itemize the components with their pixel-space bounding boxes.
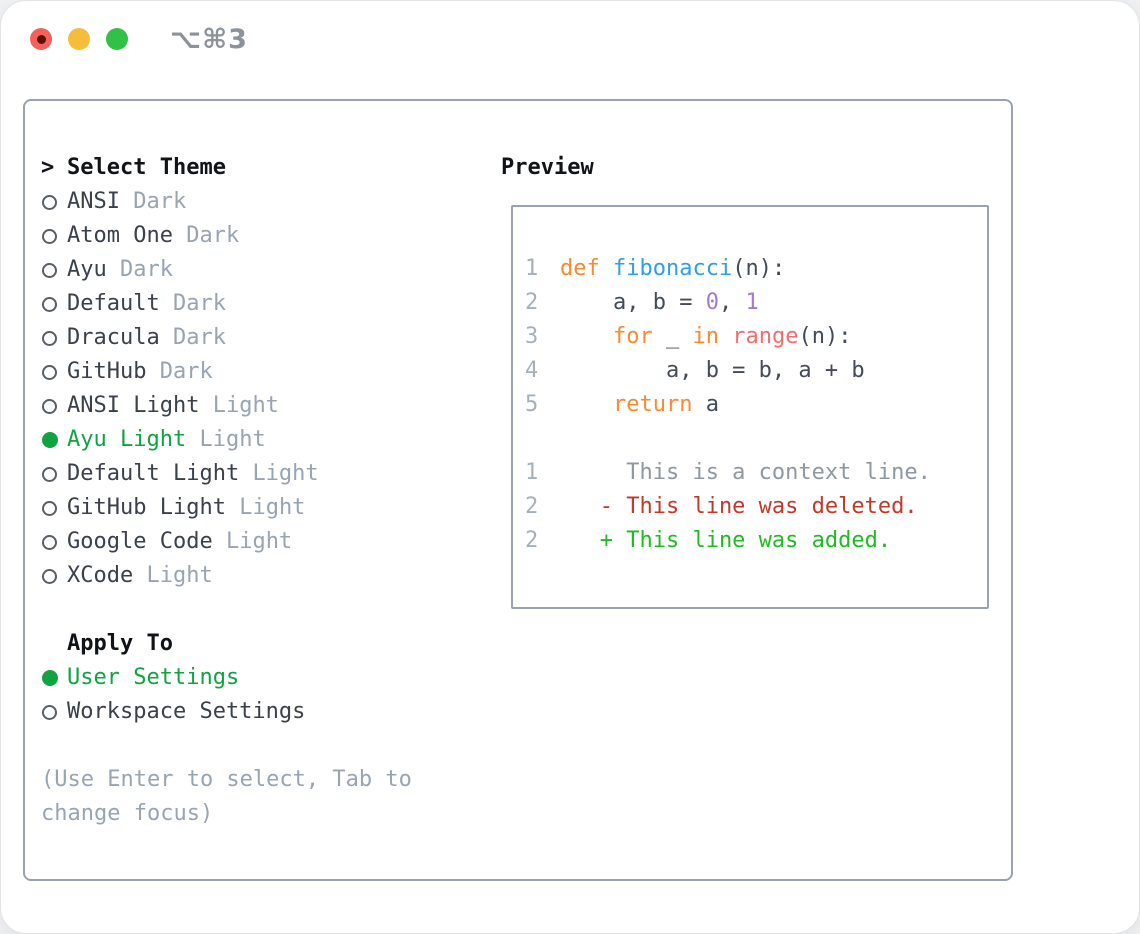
select-theme-title: Select Theme — [67, 155, 226, 180]
close-button[interactable] — [30, 28, 52, 50]
select-theme-header: > Select Theme — [41, 151, 491, 185]
title-bar[interactable]: ⌥⌘3 — [1, 1, 1139, 77]
option-label: Default Light Light — [67, 461, 319, 486]
code-line: 4 a, b = b, a + b — [525, 354, 987, 388]
theme-option[interactable]: Google Code Light — [41, 525, 491, 559]
apply-to-header: Apply To — [41, 627, 491, 661]
apply-to-option[interactable]: User Settings — [41, 661, 491, 695]
option-label: Default Dark — [67, 291, 226, 316]
option-label: Workspace Settings — [67, 699, 306, 724]
theme-option[interactable]: Default Light Light — [41, 457, 491, 491]
radio-icon — [42, 330, 57, 346]
line-number: 2 — [525, 290, 539, 315]
radio-icon — [42, 262, 57, 278]
theme-option[interactable]: Atom One Dark — [41, 219, 491, 253]
option-label: Google Code Light — [67, 529, 293, 554]
theme-option[interactable]: XCode Light — [41, 559, 491, 593]
radio-icon — [42, 466, 57, 482]
line-number: 1 — [525, 256, 539, 281]
theme-option[interactable]: ANSI Dark — [41, 185, 491, 219]
radio-icon — [42, 704, 57, 720]
option-label: Ayu Dark — [67, 257, 173, 282]
theme-option[interactable]: GitHub Dark — [41, 355, 491, 389]
minimize-button[interactable] — [68, 28, 90, 50]
line-number: 2 — [525, 528, 539, 553]
radio-icon — [42, 568, 57, 584]
code-line: 1 This is a context line. — [525, 456, 987, 490]
code-line: 3 for _ in range(n): — [525, 320, 987, 354]
option-label: XCode Light — [67, 563, 213, 588]
option-label: User Settings — [67, 665, 240, 690]
theme-option[interactable]: Ayu Dark — [41, 253, 491, 287]
radio-icon — [42, 296, 57, 312]
cursor-prompt-icon: > — [41, 155, 55, 180]
line-number: 1 — [525, 460, 539, 485]
zoom-button[interactable] — [106, 28, 128, 50]
code-line — [525, 422, 987, 456]
keyboard-hint: (Use Enter to select, Tab to change focus… — [41, 763, 491, 831]
theme-option[interactable]: Ayu Light Light — [41, 423, 491, 457]
window-title: ⌥⌘3 — [170, 24, 248, 55]
option-label: GitHub Dark — [67, 359, 213, 384]
theme-option[interactable]: Dracula Dark — [41, 321, 491, 355]
theme-option[interactable]: Default Dark — [41, 287, 491, 321]
code-line: 5 return a — [525, 388, 987, 422]
option-label: Atom One Dark — [67, 223, 240, 248]
line-number: 5 — [525, 392, 539, 417]
option-label: GitHub Light Light — [67, 495, 306, 520]
apply-to-title: Apply To — [67, 631, 173, 656]
code-line: 2 + This line was added. — [525, 524, 987, 558]
option-label: Ayu Light Light — [67, 427, 266, 452]
radio-icon — [42, 398, 57, 414]
radio-icon — [42, 194, 57, 210]
theme-option[interactable]: GitHub Light Light — [41, 491, 491, 525]
code-line: 2 a, b = 0, 1 — [525, 286, 987, 320]
line-number: 4 — [525, 358, 539, 383]
radio-selected-icon — [42, 670, 58, 686]
hint-text: change focus) — [41, 801, 214, 826]
radio-icon — [42, 364, 57, 380]
preview-header: Preview — [501, 151, 594, 185]
radio-icon — [42, 534, 57, 550]
line-number: 3 — [525, 324, 539, 349]
radio-icon — [42, 500, 57, 516]
radio-selected-icon — [42, 432, 58, 448]
unsaved-indicator-dot — [36, 34, 46, 44]
preview-title: Preview — [501, 155, 594, 180]
apply-to-option[interactable]: Workspace Settings — [41, 695, 491, 729]
code-line: 2 - This line was deleted. — [525, 490, 987, 524]
option-label: ANSI Light Light — [67, 393, 279, 418]
radio-icon — [42, 228, 57, 244]
line-number: 2 — [525, 494, 539, 519]
option-label: Dracula Dark — [67, 325, 226, 350]
option-label: ANSI Dark — [67, 189, 187, 214]
hint-text: (Use Enter to select, Tab to — [41, 767, 412, 792]
theme-option[interactable]: ANSI Light Light — [41, 389, 491, 423]
preview-column: Preview — [501, 151, 594, 185]
